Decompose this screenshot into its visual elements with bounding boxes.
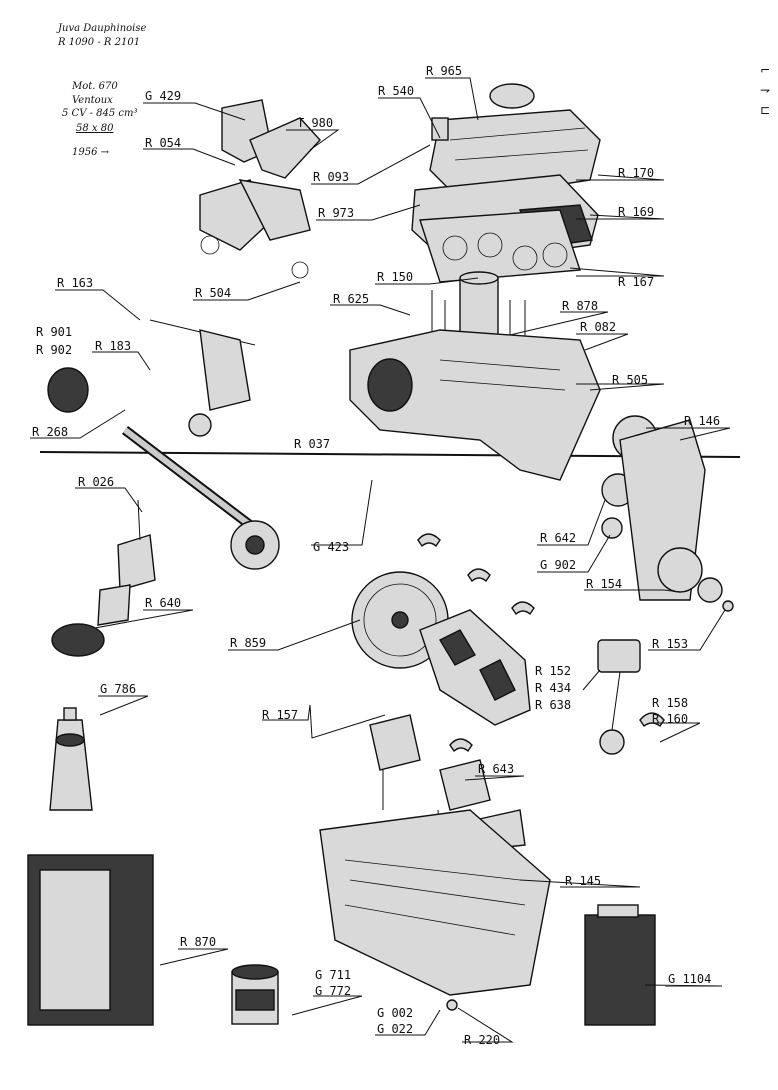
label-t980: T 980 xyxy=(297,116,333,130)
label-r169: R 169 xyxy=(618,205,654,219)
label-r145: R 145 xyxy=(565,874,601,888)
header-line2: R 1090 - R 2101 xyxy=(58,37,141,48)
label-r642: R 642 xyxy=(540,531,576,545)
label-r160: R 160 xyxy=(652,712,688,726)
bore-stroke: 58 x 80 xyxy=(76,123,114,134)
head-gasket xyxy=(419,209,581,283)
side-marks: ⌐ ⇁ ⊏ xyxy=(760,63,771,117)
label-r170: R 170 xyxy=(618,166,654,180)
piston-rod xyxy=(597,639,641,755)
label-g786: G 786 xyxy=(100,682,136,696)
part-labels: G 429 R 965 R 540 T 980 R 054 R 093 R 17… xyxy=(32,64,720,1047)
label-r638: R 638 xyxy=(535,698,571,712)
label-r150: R 150 xyxy=(377,270,413,284)
label-r901: R 901 xyxy=(36,325,72,339)
label-r505: R 505 xyxy=(612,373,648,387)
label-r902: R 902 xyxy=(36,343,72,357)
engine-name: Ventoux xyxy=(72,95,113,106)
gasket-set-packet xyxy=(27,854,154,1026)
label-g902: G 902 xyxy=(540,558,576,572)
label-r054: R 054 xyxy=(145,136,181,150)
header-block: Juva Dauphinoise R 1090 - R 2101 Mot. 67… xyxy=(0,0,146,170)
label-r540: R 540 xyxy=(378,84,414,98)
label-r157: R 157 xyxy=(262,708,298,722)
label-g711: G 711 xyxy=(315,968,351,982)
label-r026: R 026 xyxy=(78,475,114,489)
label-g022: G 022 xyxy=(377,1022,413,1036)
label-r183: R 183 xyxy=(95,339,131,353)
timing-gear-set xyxy=(601,415,734,612)
model-year: 1956 → xyxy=(72,147,110,158)
engine-power: 5 CV - 845 cm³ xyxy=(62,108,138,119)
engine-block xyxy=(349,329,601,481)
oil-sump xyxy=(319,809,551,1011)
header-line1: Juva Dauphinoise xyxy=(58,23,147,34)
label-r878: R 878 xyxy=(562,299,598,313)
label-r973: R 973 xyxy=(318,206,354,220)
label-r146: R 146 xyxy=(684,414,720,428)
label-r643: R 643 xyxy=(478,762,514,776)
label-r152: R 152 xyxy=(535,664,571,678)
label-r154: R 154 xyxy=(586,577,622,591)
rocker-assembly xyxy=(47,319,256,437)
label-g429: G 429 xyxy=(145,89,181,103)
distributor-drive xyxy=(51,499,156,657)
label-r859: R 859 xyxy=(230,636,266,650)
label-r082: R 082 xyxy=(580,320,616,334)
label-g1104: G 1104 xyxy=(668,972,711,986)
label-g772: G 772 xyxy=(315,984,351,998)
label-r965: R 965 xyxy=(426,64,462,78)
camshaft xyxy=(121,426,280,570)
water-pump-assembly xyxy=(199,99,321,279)
label-r870: R 870 xyxy=(180,935,216,949)
crankshaft xyxy=(419,609,531,726)
label-r268: R 268 xyxy=(32,425,68,439)
label-g423: G 423 xyxy=(313,540,349,554)
label-r153: R 153 xyxy=(652,637,688,651)
leader-lines xyxy=(30,77,731,1043)
label-r093: R 093 xyxy=(313,170,349,184)
label-r434: R 434 xyxy=(535,681,571,695)
label-r158: R 158 xyxy=(652,696,688,710)
bearing-shells xyxy=(417,533,665,753)
label-r625: R 625 xyxy=(333,292,369,306)
oil-can xyxy=(584,904,656,1026)
label-r037: R 037 xyxy=(294,437,330,451)
label-r163: R 163 xyxy=(57,276,93,290)
label-r504: R 504 xyxy=(195,286,231,300)
label-r640: R 640 xyxy=(145,596,181,610)
label-r167: R 167 xyxy=(618,275,654,289)
label-g002: G 002 xyxy=(377,1006,413,1020)
paint-tin xyxy=(231,964,279,1025)
engine-code: Mot. 670 xyxy=(72,81,118,92)
label-r220: R 220 xyxy=(464,1033,500,1047)
sealant-tube xyxy=(49,707,93,811)
cylinder-liner xyxy=(431,271,526,350)
